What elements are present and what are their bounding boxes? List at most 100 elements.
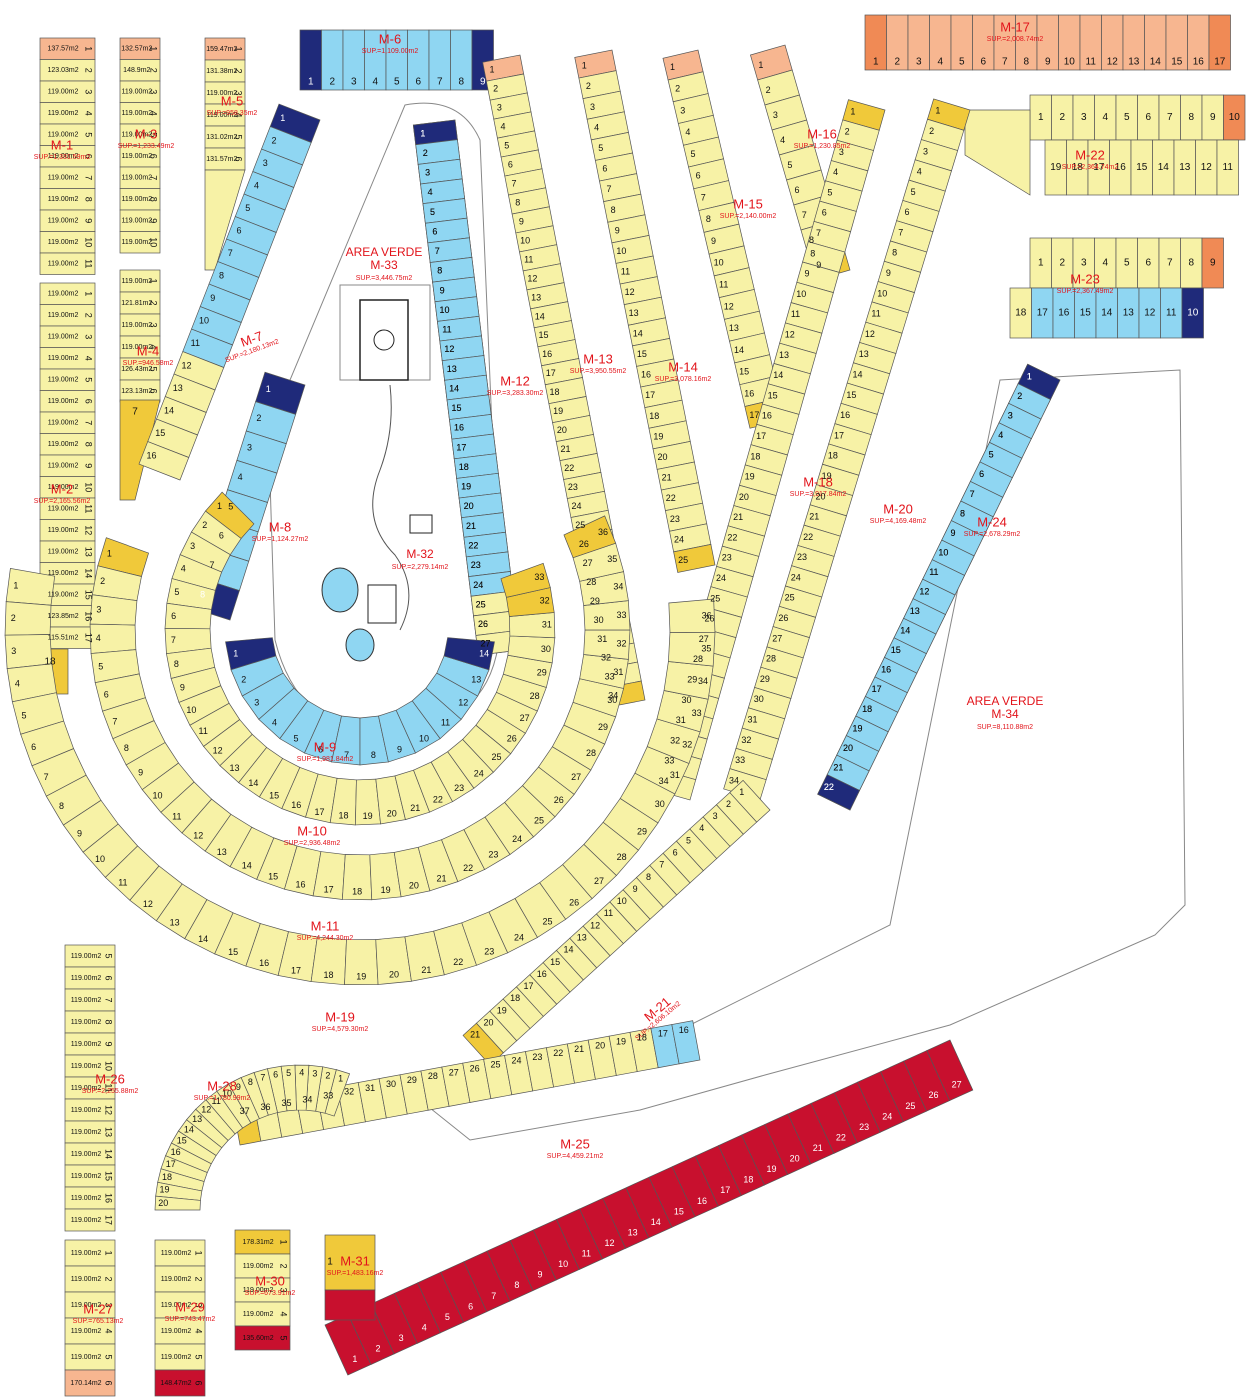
lot-number-label: 6 [273,1070,278,1080]
m3-lot[interactable] [119,231,161,254]
lot-number-label: 18 [1015,308,1027,319]
lot-number-label: 6 [149,154,159,159]
lot-number-label: 30 [655,799,665,809]
lot-number-label: 24 [512,834,522,844]
lot-number-label: 8 [124,743,129,753]
lot-number-label: 2 [325,1070,330,1080]
m29-lot[interactable] [154,1239,206,1267]
lot-number-label: 12 [527,273,537,283]
lot-number-label: 1 [13,580,18,590]
m23-lot[interactable] [1181,287,1204,339]
lot-number-label: 23 [722,553,732,563]
lot-number-label: 5 [430,207,435,217]
lot-number-label: 30 [541,644,551,654]
lot-area-label: 119.00m2 [48,261,79,268]
m1-lot[interactable] [39,252,96,275]
lot-number-label: 27 [449,1067,459,1077]
m11-lot[interactable] [563,515,617,559]
lot-number-label: 9 [138,767,143,777]
lot-number-label: 33 [534,572,544,582]
lot-number-label: 17 [749,410,759,420]
lot-number-label: 18 [549,387,559,397]
m7-lot[interactable] [138,441,190,481]
lot-number-label: 24 [791,572,801,582]
lot-number-label: 17 [104,1215,114,1225]
m22-lot[interactable] [1216,139,1239,196]
lot-number-label: 5 [911,187,916,197]
m27-lot[interactable] [64,1291,116,1319]
m4-lot[interactable] [119,399,161,501]
m19-lot[interactable] [668,598,716,633]
m30-lot[interactable] [234,1229,291,1255]
lot-number-label: 15 [538,330,548,340]
lot-area-label: 119.00m2 [206,112,237,119]
m30-lot[interactable] [234,1301,291,1327]
lot-area-label: 119.00m2 [71,1354,102,1361]
m25-red-lot[interactable] [926,1039,974,1102]
lot-number-label: 3 [96,604,101,614]
lot-area-label: 123.03m2 [48,67,79,74]
lot-number-label: 10 [616,246,626,256]
m27-lot[interactable] [64,1239,116,1267]
lot-number-label: 13 [910,606,920,616]
lot-number-label: 5 [504,141,509,151]
lot-number-label: 11 [442,325,451,335]
lot-number-label: 28 [617,852,627,862]
m28-lot[interactable] [154,1195,201,1211]
m9-lot[interactable] [443,637,495,671]
lot-number-label: 7 [104,997,114,1002]
lot-number-label: 2 [423,148,428,158]
m27-lot[interactable] [64,1265,116,1293]
lot-area-label: 119.00m2 [48,463,79,470]
block-name-label: M-8 [269,519,291,534]
lot-number-label: 15 [846,390,856,400]
lot-number-label: 14 [84,568,94,578]
lot-number-label: 29 [637,826,647,836]
lot-number-label: 17 [658,1029,668,1039]
lot-number-label: 2 [256,413,261,423]
m30-lot[interactable] [234,1253,291,1279]
lot-area-label: 121.81m2 [121,300,152,307]
block-sup-label: SUP.=673.91m2 [245,1290,296,1297]
lot-area-label: 119.00m2 [48,239,79,246]
lot-area-label: 126.43m2 [121,366,152,373]
m23-lot[interactable] [1201,237,1224,289]
m17-lot[interactable] [1208,14,1231,71]
lot-number-label: 11 [84,504,94,513]
m24-lot[interactable] [817,774,861,811]
lot-number-label: 14 [104,1149,114,1159]
m26-lot[interactable] [64,1208,116,1232]
m10-lot[interactable] [500,562,551,598]
lot-number-label: 11 [442,325,451,335]
m14-lot[interactable] [673,543,716,573]
block-name-label: M-9 [314,739,336,754]
m29-lot[interactable] [154,1291,206,1319]
lot-number-label: 27 [583,558,593,568]
lot-number-label: 17 [834,430,844,440]
lot-number-label: 2 [675,84,680,94]
lot-number-label: 22 [463,863,473,873]
m29-lot[interactable] [154,1369,206,1397]
lot-number-label: 6 [219,531,224,541]
lot-number-label: 5 [149,366,159,371]
lot-number-label: 36 [261,1102,271,1112]
m29-lot[interactable] [154,1317,206,1345]
lot-number-label: 10 [222,1089,232,1099]
lot-number-label: 7 [970,489,975,499]
m30-lot[interactable] [234,1325,291,1351]
lot-number-label: 17 [315,807,325,817]
m31-lot[interactable] [324,1234,376,1291]
lot-number-label: 10 [714,258,724,268]
lot-number-label: 10 [796,289,806,299]
lot-number-label: 11 [118,878,127,888]
m27-lot[interactable] [64,1369,116,1397]
lot-number-label: 19 [497,1005,507,1015]
m30-lot[interactable] [234,1277,291,1303]
lot-number-label: 10 [1229,112,1241,123]
lot-number-label: 2 [100,576,105,586]
m22-lot[interactable] [964,109,1031,196]
lot-number-label: 13 [1179,162,1191,173]
m25-lot[interactable] [671,1020,701,1065]
m29-lot[interactable] [154,1265,206,1293]
m31-lot[interactable] [324,1289,376,1321]
